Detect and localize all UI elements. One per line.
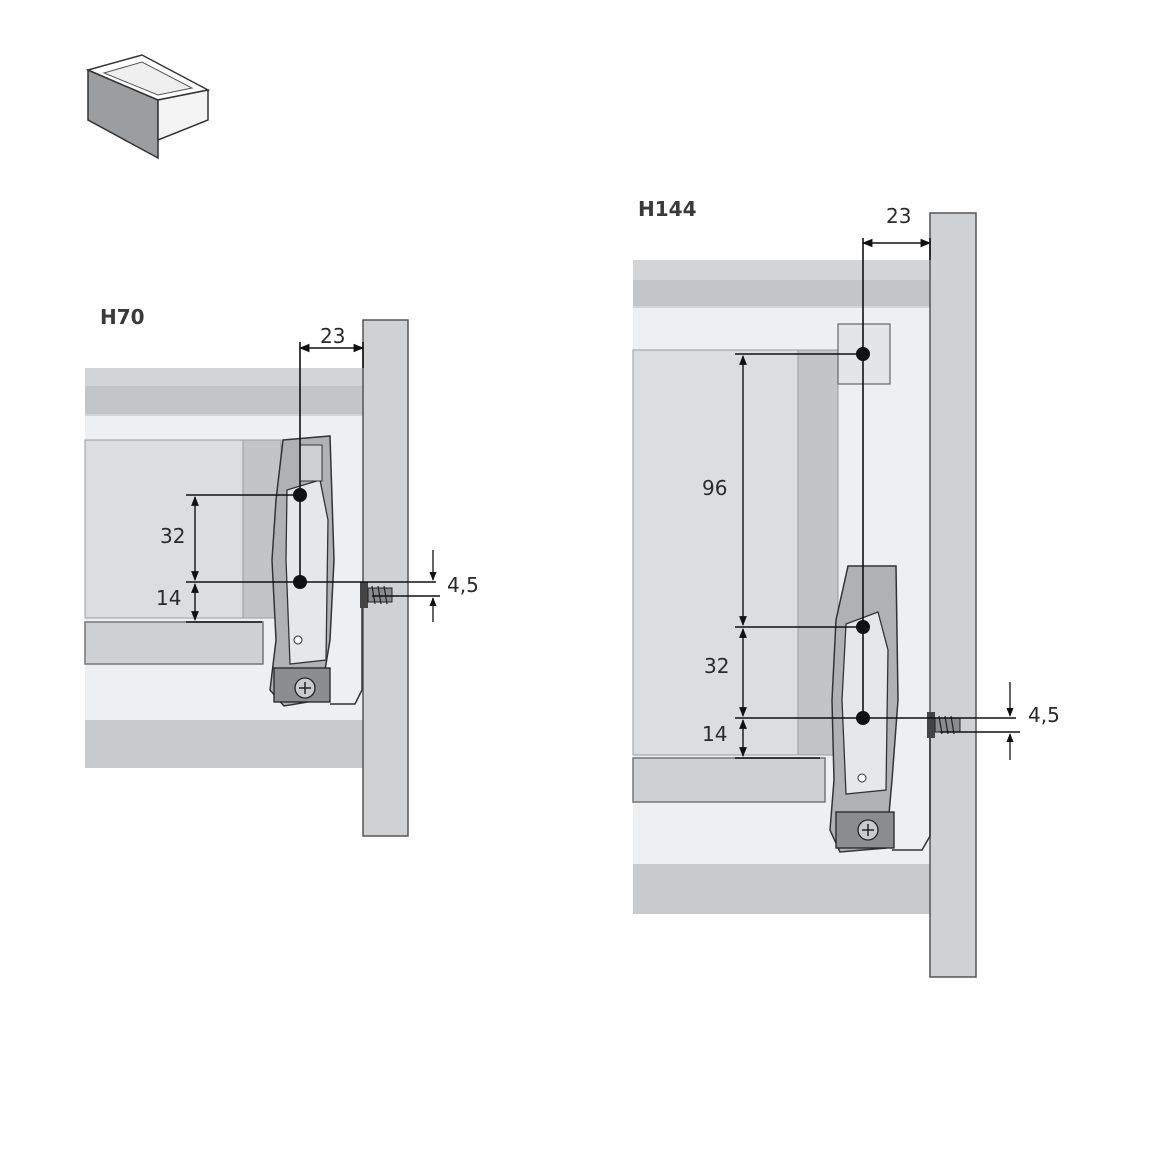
h70-title: H70 (100, 305, 145, 329)
h70-dim-4-5: 4,5 (447, 573, 479, 597)
h70-hole-upper (293, 488, 307, 502)
h70-front-connector (269, 435, 363, 707)
h144-cabinet-post (929, 212, 977, 978)
h144-dim-23: 23 (886, 204, 911, 228)
h144-front-connector (829, 565, 931, 853)
h144-hole-top (856, 347, 870, 361)
h70-dim-32: 32 (160, 524, 185, 548)
h144-runner (632, 757, 826, 803)
h144-dim-96: 96 (702, 476, 727, 500)
h144-hole-lower (856, 711, 870, 725)
h70-cabinet-post (362, 319, 409, 837)
h70-dim-14: 14 (156, 586, 181, 610)
h70-bottom-rail (85, 720, 363, 768)
h144-drawer-side (632, 349, 799, 756)
h144-hole-upper (856, 620, 870, 634)
h144-dim-4-5: 4,5 (1028, 703, 1060, 727)
h70-section: H70 (84, 305, 479, 837)
h144-title: H144 (638, 197, 697, 221)
h70-runner (84, 621, 264, 665)
h70-screw (360, 582, 393, 608)
h144-section: H144 (632, 197, 1060, 978)
h144-bottom-rail (633, 864, 930, 914)
h70-dim-23: 23 (320, 324, 345, 348)
h70-drawer-side (84, 439, 244, 619)
h144-dim-14: 14 (702, 722, 727, 746)
h70-hole-lower (293, 575, 307, 589)
drawer-icon (85, 54, 211, 160)
h144-dim-32: 32 (704, 654, 729, 678)
h70-top-rail-shadow (85, 386, 363, 414)
